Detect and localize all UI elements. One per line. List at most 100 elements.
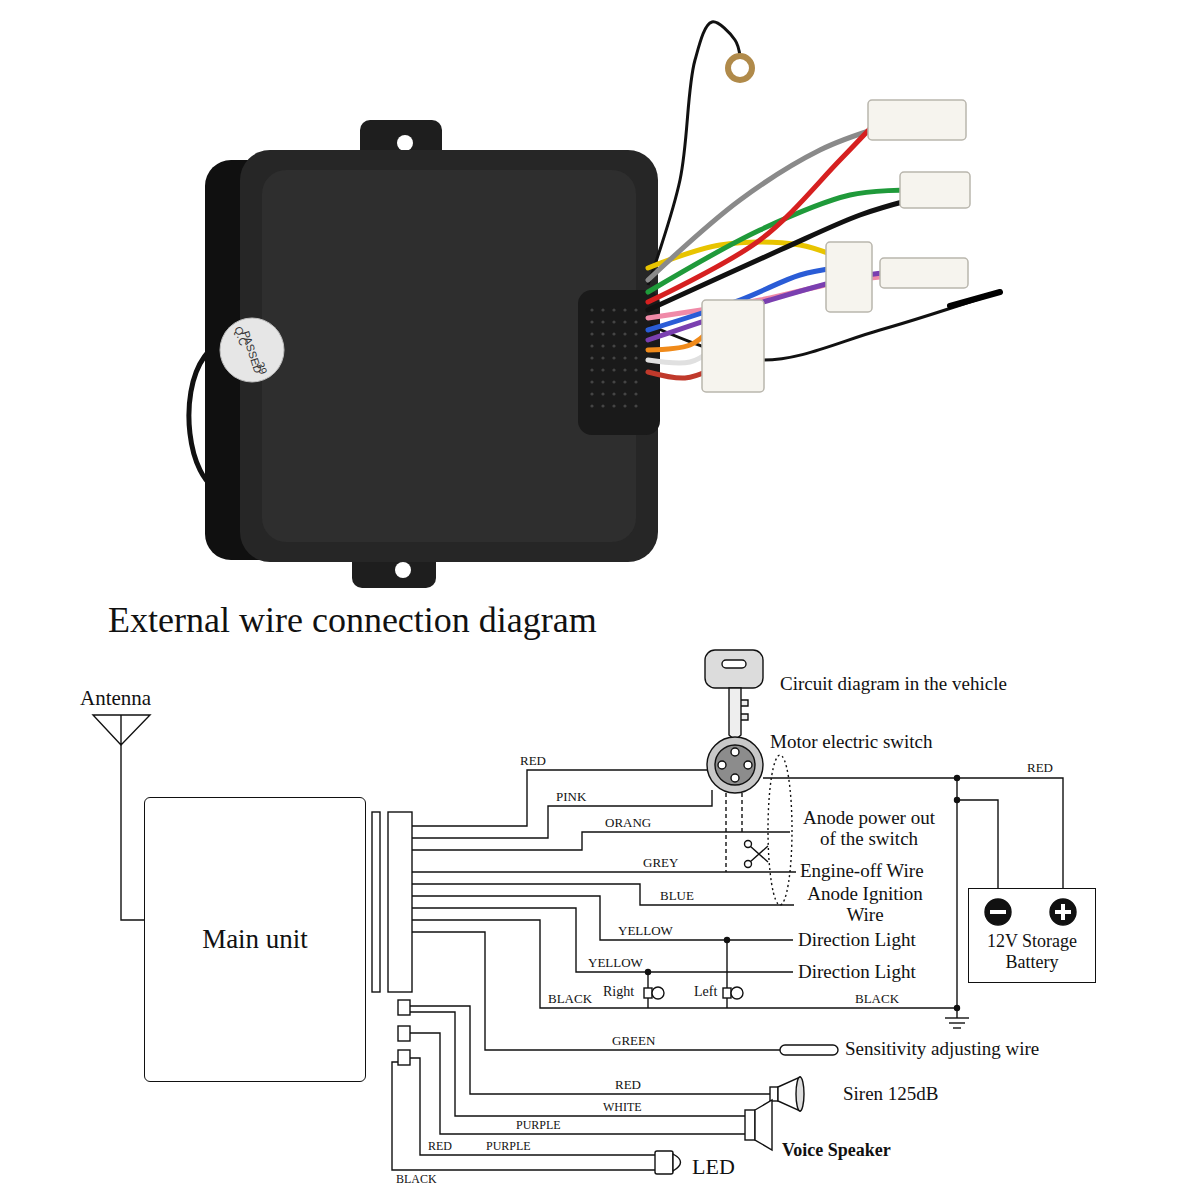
mounting-hole [395,562,411,578]
junction-dot [955,798,960,803]
grip-dot [634,392,637,395]
wire-line [956,778,957,1018]
qc-sticker [220,318,284,382]
key-hole [722,660,746,668]
wire-function: Engine-off Wire [800,861,924,882]
siren-mouth [796,1077,804,1111]
module-photo [189,22,1000,588]
wire-line [121,745,144,920]
grip-dot [623,308,626,311]
grip-dot [634,308,637,311]
grip-dot [623,404,626,407]
node-label: Main unit [202,924,308,955]
wire-color: ORANG [605,816,651,830]
wire-line [412,932,780,1050]
wire-function: Anode Ignition Wire [798,884,932,926]
wire-color: BLACK [396,1173,437,1186]
wire-line [957,800,998,888]
lamp-base [644,988,652,998]
sensor-tip [950,292,1000,306]
wire-function: Sensitivity adjusting wire [845,1039,1039,1060]
grip-dot [601,404,604,407]
wire-color: RED [1027,761,1053,775]
grip-dot [612,392,615,395]
grip-dot [601,320,604,323]
wire-line [647,998,648,1008]
lamp-bulb [731,987,743,999]
lamp-bulb [652,987,664,999]
grip-dot [612,356,615,359]
wire-color: BLUE [660,889,694,903]
wire-line [410,1012,745,1116]
wire-sleeve [780,1045,838,1055]
connector-strip [372,812,380,992]
wire-connector [868,100,966,140]
grip-dot [612,368,615,371]
wire [648,370,710,378]
grip-dot [590,344,593,347]
diagram-title: External wire connection diagram [108,601,597,641]
grip-dot [590,368,593,371]
junction-dot [725,938,730,943]
grip-dot [601,308,604,311]
wire-color: RED [520,754,546,768]
wire-color: PINK [556,790,586,804]
ignition-switch [707,737,763,793]
grip-dot [601,332,604,335]
grip-dot [634,404,637,407]
dashed-wire [725,793,726,872]
wire-color: BLACK [855,992,899,1006]
wire-color: BLACK [548,992,592,1006]
antenna-label: Antenna [80,687,151,710]
scissors-blade [750,846,768,862]
ring-terminal [728,56,752,80]
switch-contact [731,774,739,782]
key-head [705,650,763,688]
dashed-wire [741,793,742,832]
grip-dot [623,332,626,335]
grip-dot [590,404,593,407]
wire-line [410,1006,770,1094]
grip-dot [623,380,626,383]
wiring-diagram [93,650,1076,1174]
speaker-cone [755,1100,772,1150]
wire-connector [826,242,872,312]
wire-line [410,1033,745,1134]
switch-contact [744,761,752,769]
grip-dot [623,392,626,395]
grip-dot [623,356,626,359]
scissors-handle [745,861,752,868]
main-unit-box: Main unit [144,797,366,1082]
minus-sign [990,910,1006,914]
wire-function: Direction Light [798,962,916,983]
wire-line [412,832,790,850]
grip-dots [590,308,637,407]
junction-dot [955,1006,960,1011]
wire-color: GREY [643,856,678,870]
grip-dot [590,308,593,311]
switch-contact [731,748,739,756]
wire-line [949,1022,965,1023]
connector-pin [398,1050,410,1065]
section-note: Circuit diagram in the vehicle [780,674,1007,695]
scissors-handle [745,841,752,848]
grip-dot [634,368,637,371]
grip-dot [612,308,615,311]
wire-line [412,790,712,838]
wire-function: Direction Light [798,930,916,951]
battery-terminal-positive [1050,899,1076,925]
grip-dot [601,356,604,359]
speaker-magnet [745,1110,755,1140]
wire-line [412,908,793,972]
grip-dot [623,320,626,323]
grip-dot [590,356,593,359]
grip-dot [590,332,593,335]
wire-color: PURPLE [486,1140,531,1153]
wire-bundle [648,118,910,378]
wire-line [945,1017,969,1018]
connector-strip [388,812,412,992]
wire-color: GREEN [612,1034,655,1048]
led-dome [673,1154,681,1171]
grip-dot [612,344,615,347]
